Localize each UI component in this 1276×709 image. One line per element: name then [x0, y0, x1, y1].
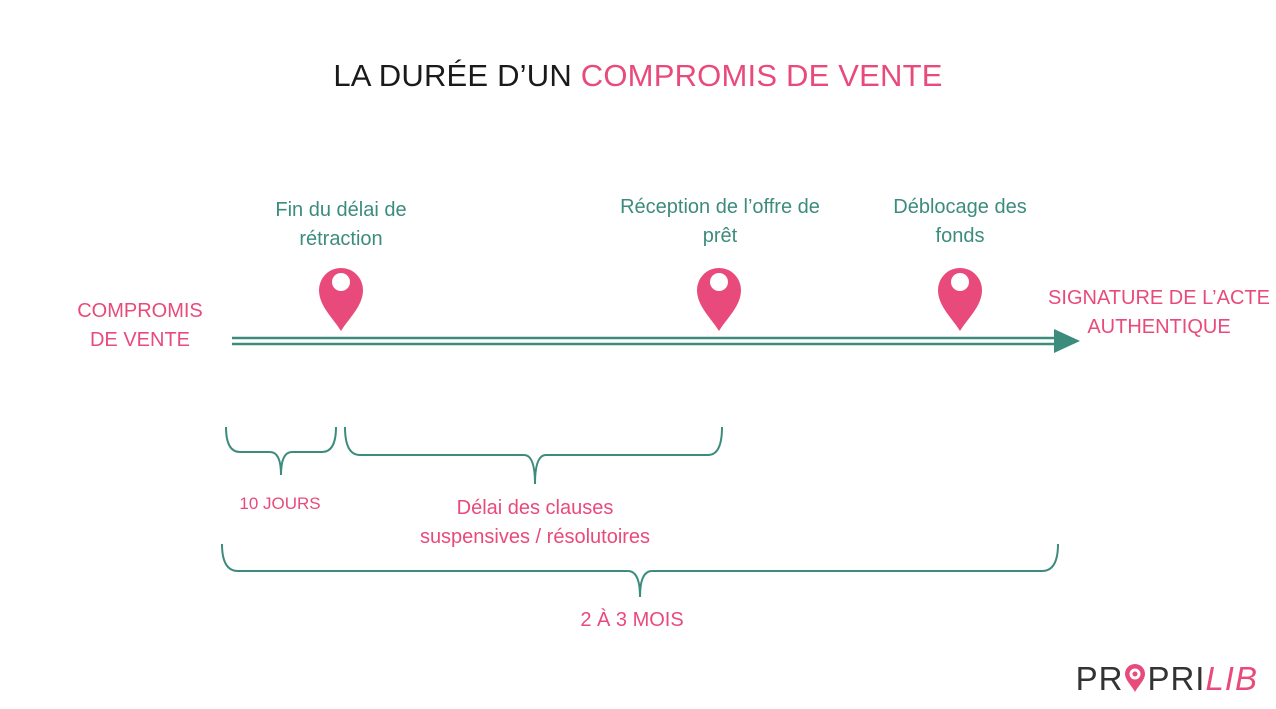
title-highlight: COMPROMIS DE VENTE — [580, 58, 943, 93]
pin-icon-funds-release — [938, 268, 982, 331]
logo-pin-icon — [1125, 664, 1146, 692]
duration-clauses-label: Délai des clauses suspensives / résoluto… — [419, 497, 651, 548]
duration-short-label: 10 JOURS — [239, 494, 321, 513]
pin-icon-retraction — [319, 268, 363, 331]
milestone-label-retraction: Fin du délai de rétraction — [275, 199, 407, 250]
timeline-start-label: COMPROMIS DE VENTE — [77, 300, 203, 351]
duration-total-label: 2 À 3 MOIS — [580, 609, 684, 631]
arrow-head — [1054, 329, 1080, 353]
brace-10-days — [225, 426, 337, 476]
page-title: LA DURÉE D’UN COMPROMIS DE VENTE — [0, 58, 1276, 94]
timeline-arrow — [232, 329, 1080, 353]
brace-total — [221, 543, 1059, 598]
milestone-label-loan-offer: Réception de l’offre de prêt — [620, 196, 820, 247]
timeline-end-label: SIGNATURE DE L’ACTE AUTHENTIQUE — [1048, 287, 1270, 338]
brace-clauses — [344, 426, 723, 485]
milestone-label-funds-release: Déblocage des fonds — [893, 196, 1027, 247]
title-prefix: LA DURÉE D’UN — [333, 58, 572, 93]
pin-icon-loan-offer — [697, 268, 741, 331]
